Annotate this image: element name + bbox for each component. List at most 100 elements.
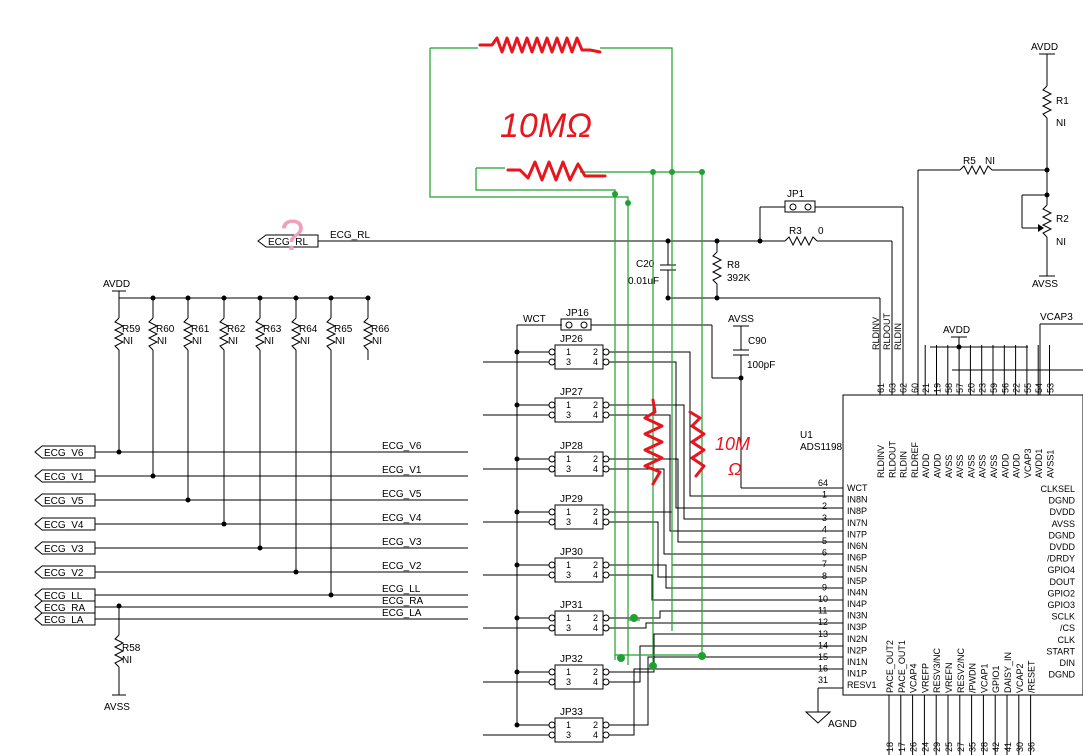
- jumper-ref: JP26: [560, 334, 583, 345]
- net-label: ECG_V4: [382, 513, 422, 524]
- chip-pin-name: CLKSEL: [1040, 484, 1075, 494]
- handdrawn-resistor-vertical-1: [643, 398, 664, 486]
- chip-pin-number: 25: [944, 742, 954, 752]
- chip-pin-number: 2: [822, 501, 827, 511]
- chip-pin-right-4: AVSS: [1052, 519, 1075, 529]
- resistor-ref-label: R65: [334, 324, 353, 335]
- chip-pin-number: 27: [956, 742, 966, 752]
- chip-pin-number: 54: [1034, 383, 1044, 393]
- r8-ref: R8: [727, 260, 740, 271]
- vcap3-label: VCAP3: [1040, 312, 1073, 323]
- chip-pin-right-9: DOUT: [1050, 577, 1076, 587]
- resistor-value-label: NI: [192, 336, 202, 347]
- chip-pin-name: IN8P: [847, 506, 867, 516]
- resistor-ref-label: R63: [263, 324, 282, 335]
- avss-left-label: AVSS: [104, 702, 130, 713]
- net-label: ECG_V5: [382, 489, 422, 500]
- r5-value: NI: [985, 156, 995, 167]
- resistor-value-label: NI: [264, 336, 274, 347]
- chip-pin-bottom-28: VCAP1 28: [979, 663, 989, 755]
- jumper-pin-label: 3: [566, 730, 571, 740]
- port-label: ECG_V3: [44, 544, 84, 555]
- chip-pin-name: IN3P: [847, 622, 867, 632]
- chip-pin-name: VREFP: [920, 663, 930, 693]
- jumper-pin-label: 2: [593, 560, 598, 570]
- chip-pin-number: 6: [822, 548, 827, 558]
- chip-pin-number: 61: [876, 383, 886, 393]
- c90-ref: C90: [748, 336, 767, 347]
- chip-pin-name: RESV1: [847, 680, 877, 690]
- chip-pin-name: GPIO3: [1047, 600, 1075, 610]
- chip-pin-number: 29: [932, 742, 942, 752]
- resistor-ref-label: R62: [227, 324, 246, 335]
- chip-pin-name: VCAP1: [979, 663, 989, 693]
- chip-pin-name: /PWDN: [968, 663, 978, 693]
- ecg-input-ports: ECG_V6ECG_V6ECG_V1ECG_V1ECG_V5ECG_V5ECG_…: [34, 441, 468, 626]
- chip-pin-number: 17: [897, 742, 907, 752]
- jumper-pin-label: 2: [593, 454, 598, 464]
- chip-pin-name: IN3N: [847, 611, 868, 621]
- chip-pin-name: IN4N: [847, 587, 868, 597]
- chip-pin-number: 21: [921, 383, 931, 393]
- chip-pin-name: IN8N: [847, 495, 868, 505]
- chip-pin-number: 28: [979, 742, 989, 752]
- jumper-pin-label: 4: [593, 410, 598, 420]
- chip-pin-name: AVSS: [1052, 519, 1075, 529]
- jumper-ref: JP27: [560, 387, 583, 398]
- jumper-pin-label: 1: [566, 347, 571, 357]
- chip-pin-name: /RESET: [1027, 660, 1037, 693]
- jumper-pin-label: 4: [593, 357, 598, 367]
- agnd-symbol: AGND: [804, 687, 857, 730]
- chip-pin-number: 20: [966, 383, 976, 393]
- port-label: ECG_V4: [44, 520, 84, 531]
- chip-pin-name: IN5P: [847, 576, 867, 586]
- r58-value: NI: [122, 655, 132, 666]
- r58-ref: R58: [122, 643, 141, 654]
- agnd-label: AGND: [828, 719, 857, 730]
- jumper-pin-label: 1: [566, 613, 571, 623]
- chip-pin-name: DVDD: [1049, 542, 1075, 552]
- resistor-ref-label: R59: [122, 324, 141, 335]
- chip-pin-name: AVDD: [1012, 453, 1022, 478]
- chip-pin-number: 14: [818, 640, 828, 650]
- chip-pin-right-15: START: [1046, 646, 1075, 656]
- handwritten-ohm-side: Ω: [728, 459, 742, 479]
- chip-pin-name: AVSS: [978, 455, 988, 478]
- chip-pin-number: 41: [1003, 742, 1013, 752]
- jumper-pin-label: 4: [593, 677, 598, 687]
- c20-ref: C20: [636, 259, 655, 270]
- chip-pin-right-1: CLKSEL: [1040, 484, 1075, 494]
- jumper-pin-label: 3: [566, 517, 571, 527]
- jumper-pin-label: 2: [593, 507, 598, 517]
- chip-pin-name: GPIO2: [1047, 588, 1075, 598]
- avss-right-label: AVSS: [1032, 279, 1058, 290]
- r5-ref: R5: [963, 156, 976, 167]
- net-label: ECG_V6: [382, 441, 422, 452]
- chip-pin-name: IN4P: [847, 599, 867, 609]
- resistor-value-label: NI: [372, 336, 382, 347]
- resistor-value-label: NI: [123, 336, 133, 347]
- r1-ref: R1: [1056, 96, 1069, 107]
- chip-pin-number: 64: [818, 478, 828, 488]
- chip-pin-name: CLK: [1057, 635, 1075, 645]
- chip-pin-name: RLDREF: [910, 441, 920, 478]
